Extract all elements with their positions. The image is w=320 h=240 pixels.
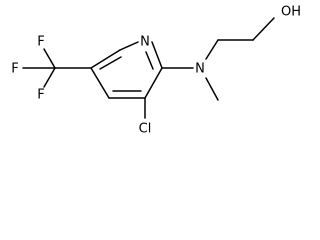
- bond-cf3-f-bottom: [43, 67, 56, 88]
- bond-amine-ch2: [205, 39, 219, 60]
- atom-label-fluorine-bottom: F: [37, 88, 44, 103]
- bond-c2-c3: [144, 67, 163, 99]
- structure-diagram: N N OH Cl F F F: [11, 5, 301, 137]
- atom-label-ring-nitrogen: N: [140, 35, 150, 50]
- atom-label-fluorine-top: F: [37, 35, 44, 50]
- bond-c6-n1: [119, 41, 139, 51]
- bond-c4-c5: [90, 67, 110, 99]
- atom-label-fluorine-left: F: [11, 62, 18, 77]
- bond-ch2-oh: [252, 17, 275, 41]
- bond-c5-c6-inner: [99, 56, 122, 70]
- bond-n1-c2-inner: [145, 51, 154, 70]
- atom-label-hydroxyl: OH: [281, 5, 301, 20]
- bond-n1-c2: [151, 41, 163, 69]
- atom-label-chlorine: Cl: [139, 122, 152, 137]
- bond-amine-methyl: [205, 77, 219, 101]
- bond-cf3-f-top: [43, 48, 56, 69]
- atom-label-amine-nitrogen: N: [195, 62, 205, 77]
- pyridine-ring: [90, 41, 163, 99]
- bond-c5-c6: [90, 49, 121, 69]
